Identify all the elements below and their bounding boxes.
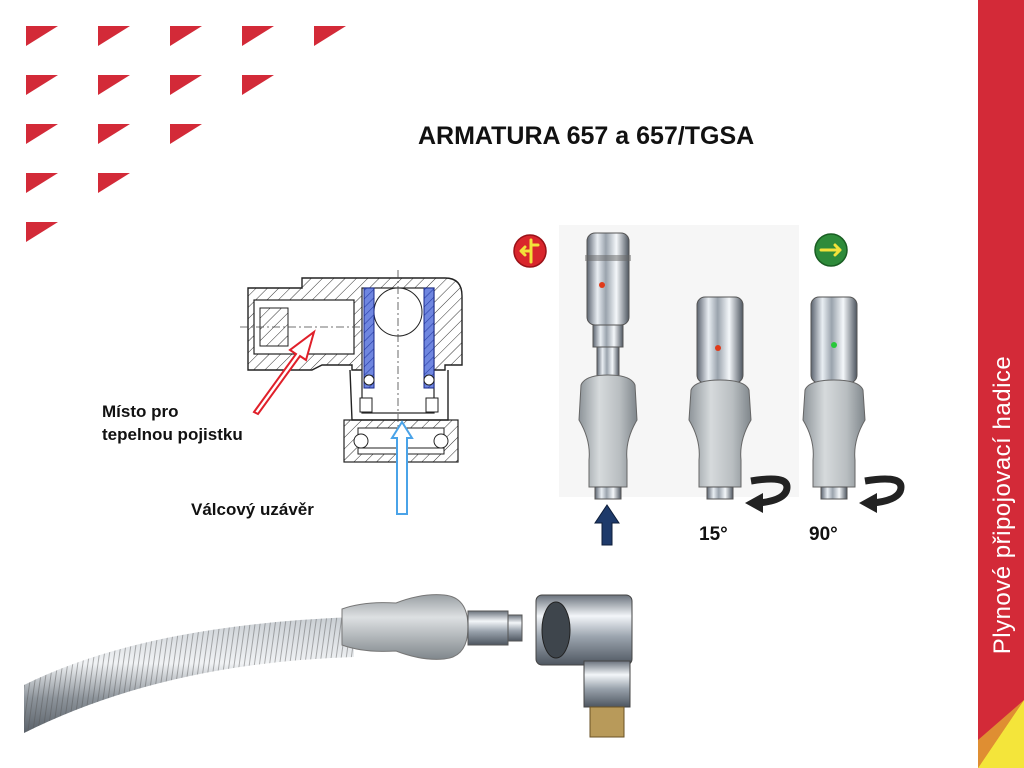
thermal-fuse-label-line2: tepelnou pojistku bbox=[102, 425, 243, 444]
coupling-90-degree bbox=[802, 296, 866, 500]
decorative-triangle bbox=[26, 222, 58, 242]
hose-assembly-photo bbox=[24, 594, 633, 738]
red-branch-arrow-icon bbox=[513, 234, 547, 268]
angle-label-15: 15° bbox=[699, 524, 728, 545]
page-title: ARMATURA 657 a 657/TGSA bbox=[418, 122, 755, 150]
decorative-triangle bbox=[26, 173, 58, 193]
decorative-triangle bbox=[98, 173, 130, 193]
decorative-triangle bbox=[98, 124, 130, 144]
coupling-15-degree bbox=[688, 296, 752, 500]
green-right-arrow-icon bbox=[814, 233, 848, 267]
decorative-triangle bbox=[26, 26, 58, 46]
thermal-fuse-label: Místo pro tepelnou pojistku bbox=[102, 400, 243, 446]
yellow-corner-decoration bbox=[978, 700, 1024, 768]
decorative-triangle-pattern bbox=[26, 26, 346, 242]
decorative-triangle bbox=[314, 26, 346, 46]
decorative-triangle bbox=[26, 124, 58, 144]
decorative-triangle bbox=[170, 124, 202, 144]
rotate-arrow-icon bbox=[750, 475, 791, 507]
push-up-arrow-icon bbox=[594, 504, 620, 546]
coupling-photos: 15° 90° bbox=[559, 225, 905, 546]
thermal-fuse-arrow bbox=[252, 329, 316, 416]
decorative-triangle bbox=[242, 26, 274, 46]
thermal-fuse-label-line1: Místo pro bbox=[102, 402, 179, 421]
decorative-triangle bbox=[170, 26, 202, 46]
cross-section-diagram bbox=[240, 270, 463, 470]
rotate-arrow-icon bbox=[864, 475, 905, 507]
decorative-triangle bbox=[170, 75, 202, 95]
rotate-arrow-head-icon bbox=[859, 493, 877, 513]
rotate-arrow-head-icon bbox=[745, 493, 763, 513]
cylinder-valve-label: Válcový uzávěr bbox=[191, 500, 314, 519]
angle-label-90: 90° bbox=[809, 524, 838, 545]
sidebar-title: Plynové připojovací hadice bbox=[989, 355, 1016, 655]
decorative-triangle bbox=[98, 75, 130, 95]
decorative-triangle bbox=[242, 75, 274, 95]
decorative-triangle bbox=[98, 26, 130, 46]
decorative-triangle bbox=[26, 75, 58, 95]
cylinder-valve-arrow bbox=[390, 420, 414, 515]
coupling-disconnected bbox=[578, 232, 638, 500]
sidebar-band bbox=[978, 0, 1024, 768]
